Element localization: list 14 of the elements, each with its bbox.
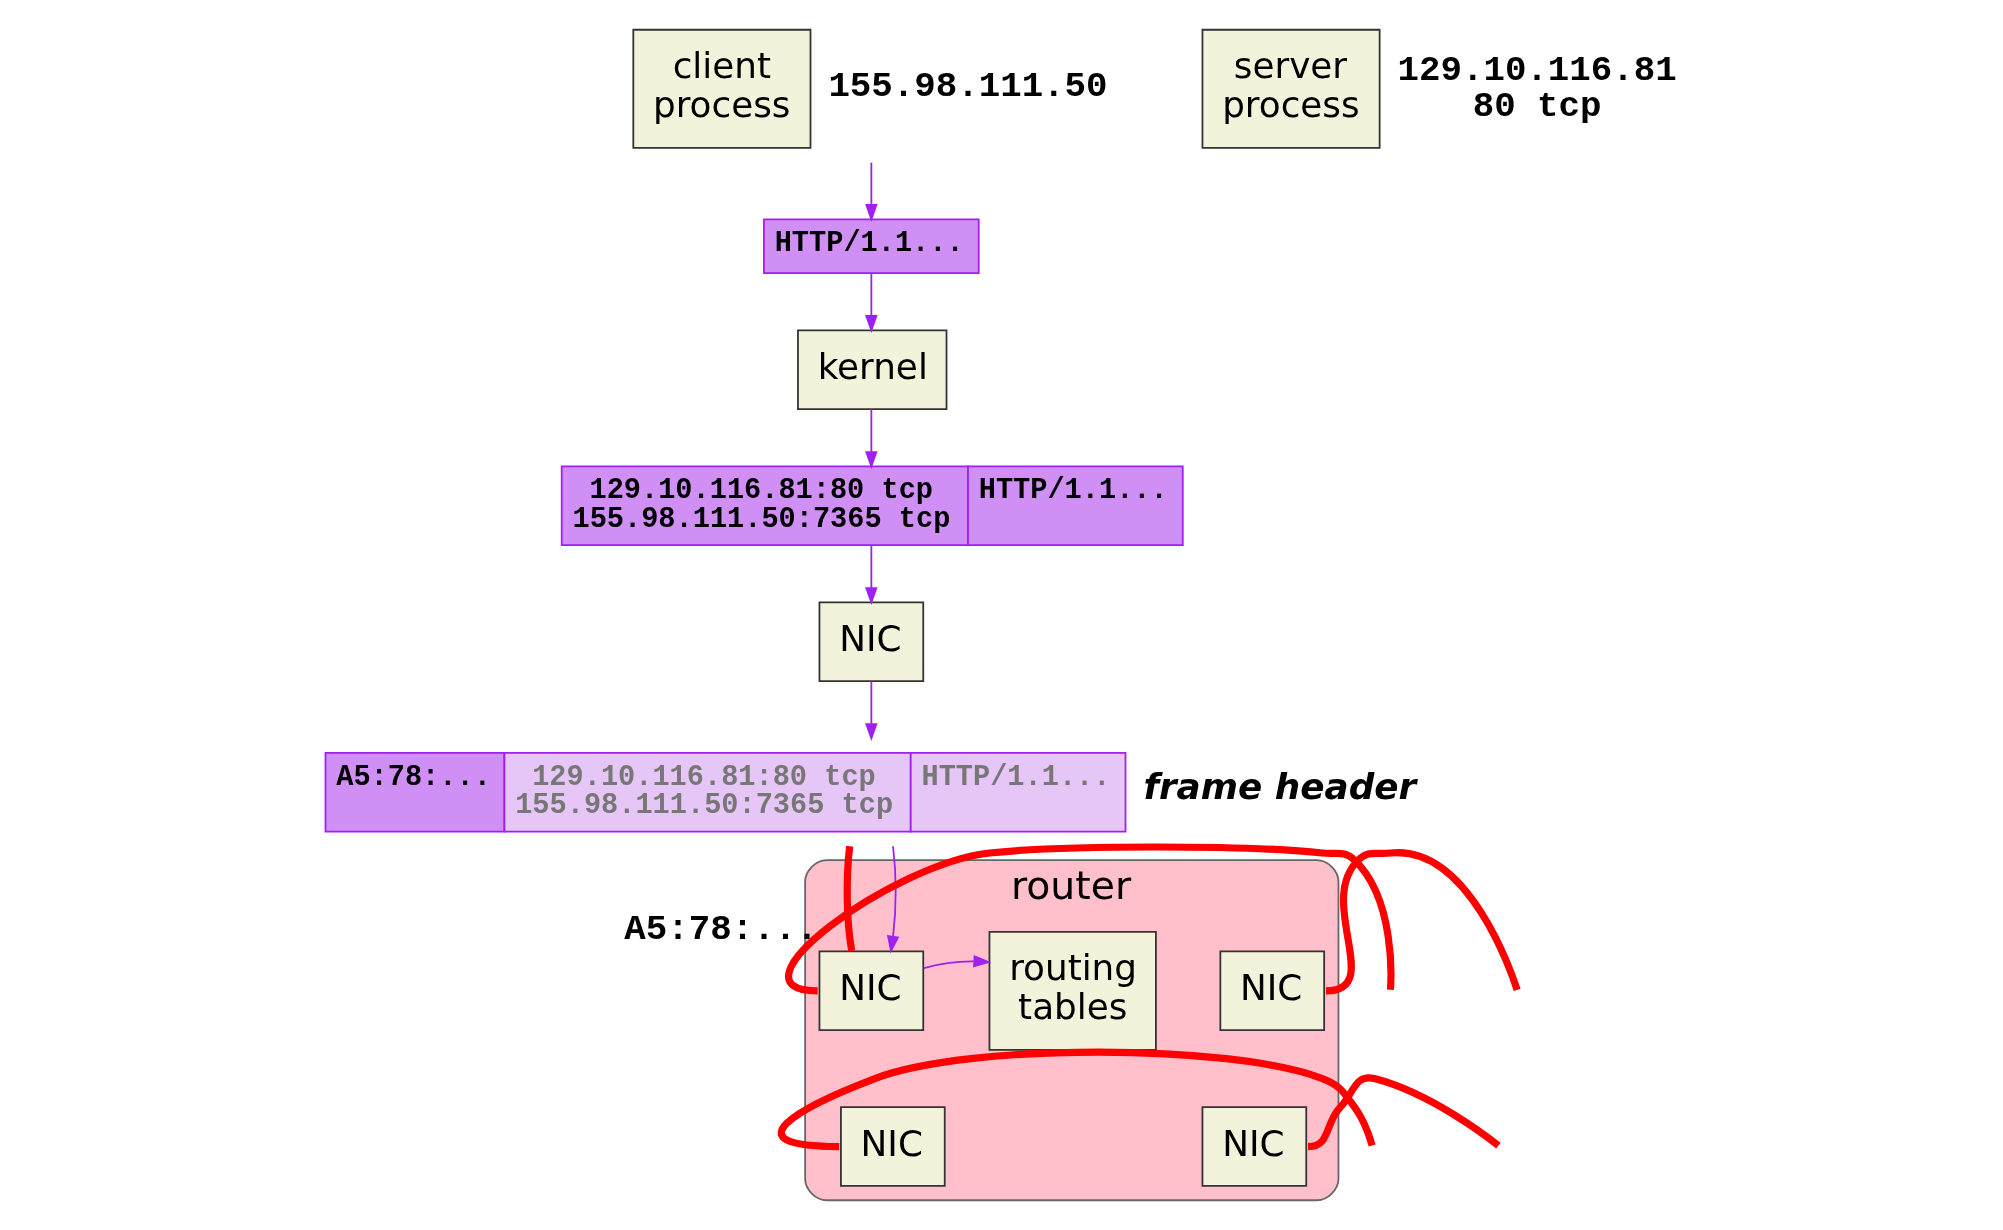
node-label: frame header	[1142, 766, 1416, 808]
connector	[1324, 849, 1521, 995]
arrow	[864, 408, 878, 470]
arrow	[922, 955, 991, 969]
connector	[1307, 1074, 1501, 1151]
arrow	[864, 161, 878, 223]
node-label: 155.98.111.50	[827, 65, 1108, 107]
arrow	[864, 544, 878, 606]
arrow	[886, 845, 899, 954]
connector	[785, 843, 1394, 995]
connector	[777, 1048, 1376, 1151]
arrow	[864, 272, 878, 334]
connector	[843, 845, 855, 952]
arrow	[864, 680, 878, 742]
